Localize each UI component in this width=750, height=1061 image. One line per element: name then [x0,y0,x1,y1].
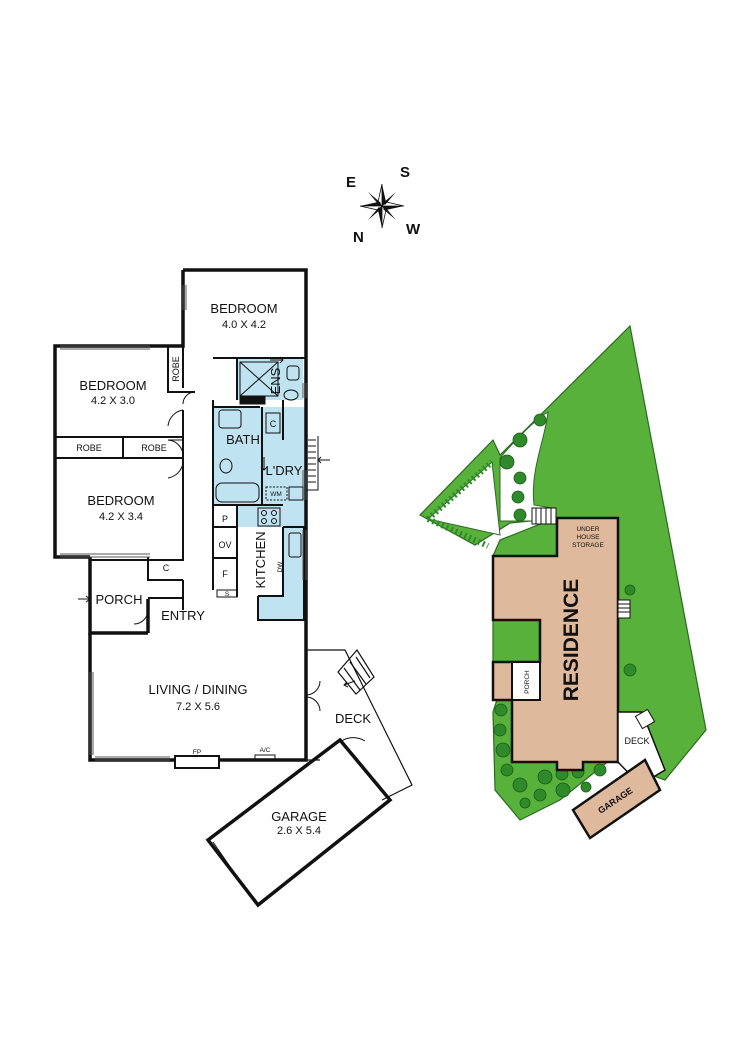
bath-fixtures [215,409,281,503]
tree-icon [500,763,514,777]
bedroom-2-name: BEDROOM [79,378,146,393]
bedroom-2-dim: 4.2 X 3.0 [91,395,135,407]
site-porch-box [511,661,541,701]
wm-label: WM [270,491,282,498]
kitchen-fixtures [216,507,302,598]
laundry-fixtures [265,436,319,501]
compass-rose: E S N W [346,164,421,246]
ensuite-fixtures [239,361,300,405]
tree-icon [511,490,525,504]
storage-label-line1: UNDER [576,526,599,533]
bedroom-3-name: BEDROOM [87,493,154,508]
garage-name: GARAGE [271,809,327,824]
tree-icon [533,788,547,802]
robe-label-2: ROBE [141,443,167,453]
ac-label: A/C [260,747,271,754]
porch-label: PORCH [96,592,143,607]
compass-n-label: N [353,229,364,246]
compass-e-label: E [346,174,356,191]
site-hedge [426,459,494,549]
residence-label: RESIDENCE [560,579,583,702]
site-deck-steps [634,708,656,730]
site-stairs [531,507,631,619]
tree-icon [495,742,511,758]
compass-star-icon [359,183,405,229]
entry-arrows [78,356,356,688]
ens-label: ENS [268,367,283,394]
fridge-label: F [222,569,228,579]
tree-icon [537,769,553,785]
bath-label: BATH [226,432,260,447]
site-pocket [426,460,501,536]
deck-label: DECK [335,711,371,726]
living-fixtures [174,754,276,769]
s-label: S [225,591,230,598]
kitchen-label: KITCHEN [253,531,268,588]
living-name: LIVING / DINING [149,682,248,697]
tree-icon [512,432,528,448]
bedroom-3-dim: 4.2 X 3.4 [99,511,143,523]
floor-plan-labels: BEDROOM 4.0 X 4.2 BEDROOM 4.2 X 3.0 BEDR… [76,301,371,837]
compass-w-label: W [406,221,421,238]
cupboard-label-2: C [163,563,170,573]
robe-label-1: ROBE [76,443,102,453]
tree-icon [580,781,592,793]
tree-icon [519,797,531,809]
site-porch-label: PORCH [524,670,531,694]
tree-icon [593,763,607,777]
tree-icon [555,782,571,798]
garage-dim: 2.6 X 5.4 [277,825,321,837]
site-trees [493,413,637,809]
door-swings [133,391,321,712]
dw-label: DW [277,561,284,573]
tree-icon [512,777,528,793]
cupboard-label-1: C [270,419,277,429]
bedroom-1-dim: 4.0 X 4.2 [222,319,266,331]
floor-plan [53,268,413,908]
tree-icon [624,584,636,596]
storage-label-line3: STORAGE [572,542,604,549]
site-storage-box [560,520,616,554]
tree-icon [493,723,507,737]
tree-icon [499,454,515,470]
tree-icon [513,508,527,522]
laundry-label: L'DRY [266,463,303,478]
site-plan: RESIDENCE UNDER HOUSE STORAGE PORCH DECK… [419,324,707,840]
tree-icon [494,703,508,717]
compass-s-label: S [400,164,410,181]
pantry-label: P [222,514,228,524]
fp-label: FP [193,749,201,756]
residence-footprint [491,516,620,772]
oven-label: OV [218,540,231,550]
interior-walls [55,346,306,630]
deck-outline [306,648,413,801]
tree-icon [513,471,527,485]
robe-label-3: ROBE [171,356,181,382]
site-garage [571,758,662,840]
tree-icon [623,663,637,677]
living-dim: 7.2 X 5.6 [176,701,220,713]
garage-outline [205,737,393,908]
site-deck-label: DECK [624,736,649,746]
bedroom-1-name: BEDROOM [210,301,277,316]
entry-label: ENTRY [161,608,205,623]
tree-icon [533,413,547,427]
storage-label-line2: HOUSE [576,534,600,541]
